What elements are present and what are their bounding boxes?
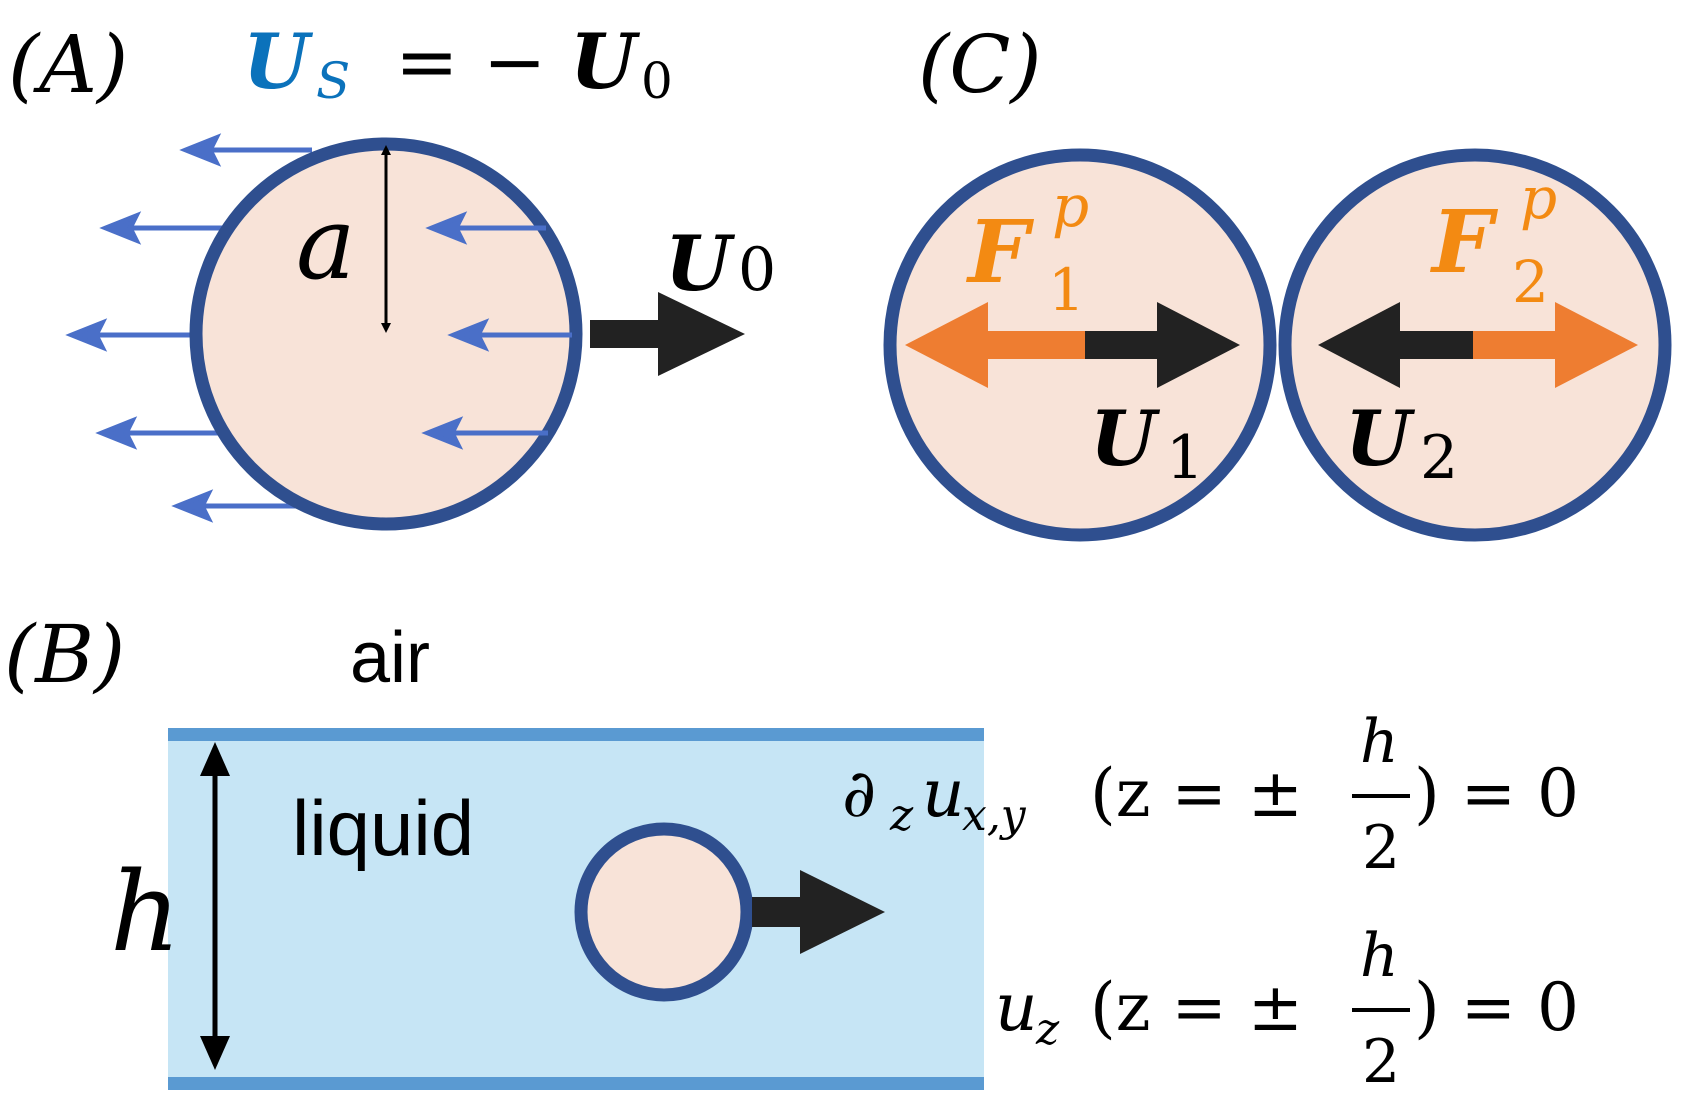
- bc1-partial-subscript: z: [889, 790, 914, 841]
- particle-b: [574, 822, 754, 1002]
- slip-subscript: S: [316, 52, 350, 110]
- bc1-partial: ∂: [842, 755, 876, 832]
- bc2-middle: (z = ±: [1090, 969, 1303, 1046]
- bc1-right: ) = 0: [1414, 755, 1579, 832]
- slip-flow-arrow: [95, 416, 226, 450]
- particle-a: [189, 137, 583, 531]
- slip-symbol: U: [243, 17, 314, 106]
- panel-a-label: (A): [8, 18, 128, 111]
- force-arrow-1: [905, 302, 1088, 388]
- slip-relation-operator: = −: [395, 17, 547, 106]
- slip-flow-arrow: [171, 489, 302, 523]
- bc1-middle: (z = ±: [1090, 755, 1303, 832]
- thickness-label: h: [110, 848, 181, 976]
- velocity-u0-subscript: 0: [738, 235, 776, 305]
- liquid-label: liquid: [292, 784, 474, 872]
- force-1-symbol: F: [965, 202, 1035, 303]
- thickness-arrow-bottom-tip: [200, 1036, 230, 1070]
- velocity-2-symbol: U: [1345, 394, 1416, 483]
- panel-a: (A) U S = − U 0 a: [8, 17, 776, 531]
- velocity-1-subscript: 1: [1166, 423, 1204, 493]
- air-label: air: [350, 618, 430, 698]
- panel-b: (B) air liquid h ∂ z u x,y (z = ± h 2 ) …: [4, 608, 1579, 1097]
- bc1-variable-subscript: x,y: [962, 790, 1027, 841]
- velocity-arrow-1: [1085, 302, 1240, 388]
- bc2-variable: u: [995, 969, 1038, 1046]
- velocity-arrow-b: [752, 870, 885, 954]
- velocity-arrow-u0: [590, 292, 745, 376]
- slip-relation: U S = − U 0: [243, 17, 673, 110]
- slip-rhs-subscript: 0: [641, 52, 673, 110]
- film-top-surface: [168, 728, 984, 741]
- slip-rhs-symbol: U: [570, 17, 641, 106]
- slip-flow-arrow: [99, 211, 226, 245]
- force-2-symbol: F: [1429, 192, 1499, 293]
- boundary-condition-2: u z (z = ± h 2 ) = 0: [995, 921, 1579, 1097]
- slip-flow-arrow: [179, 133, 312, 167]
- force-2-subscript: 2: [1512, 248, 1549, 316]
- bc1-variable: u: [922, 755, 965, 832]
- bc1-fraction-numerator: h: [1360, 707, 1399, 777]
- panel-b-label: (B): [4, 608, 125, 701]
- force-arrow-2: [1473, 302, 1638, 388]
- bc1-fraction-denominator: 2: [1362, 813, 1400, 883]
- slip-flow-arrow: [421, 416, 548, 450]
- force-1-superscript: p: [1052, 172, 1089, 240]
- slip-flow-arrows-inner: [421, 211, 572, 450]
- bc2-fraction-denominator: 2: [1362, 1027, 1400, 1097]
- bc2-variable-subscript: z: [1035, 1004, 1060, 1055]
- slip-flow-arrows: [65, 133, 312, 523]
- velocity-2-subscript: 2: [1420, 423, 1458, 493]
- bc2-right: ) = 0: [1414, 969, 1579, 1046]
- film-bottom-surface: [168, 1077, 984, 1090]
- force-2-superscript: p: [1520, 164, 1557, 232]
- velocity-1-symbol: U: [1090, 394, 1161, 483]
- velocity-u0-symbol: U: [665, 219, 736, 308]
- slip-flow-arrow: [447, 318, 572, 352]
- radius-label: a: [296, 185, 356, 302]
- thickness-arrow-top-tip: [200, 742, 230, 776]
- slip-flow-arrow: [65, 318, 196, 352]
- boundary-condition-1: ∂ z u x,y (z = ± h 2 ) = 0: [842, 707, 1579, 883]
- force-1-subscript: 1: [1048, 256, 1085, 324]
- slip-flow-arrow: [425, 211, 546, 245]
- velocity-arrow-2: [1318, 302, 1475, 388]
- panel-c-label: (C): [918, 18, 1042, 111]
- bc2-fraction-numerator: h: [1360, 921, 1399, 991]
- panel-c: (C) F p 1 U 1 F p 2 U 2: [883, 18, 1672, 542]
